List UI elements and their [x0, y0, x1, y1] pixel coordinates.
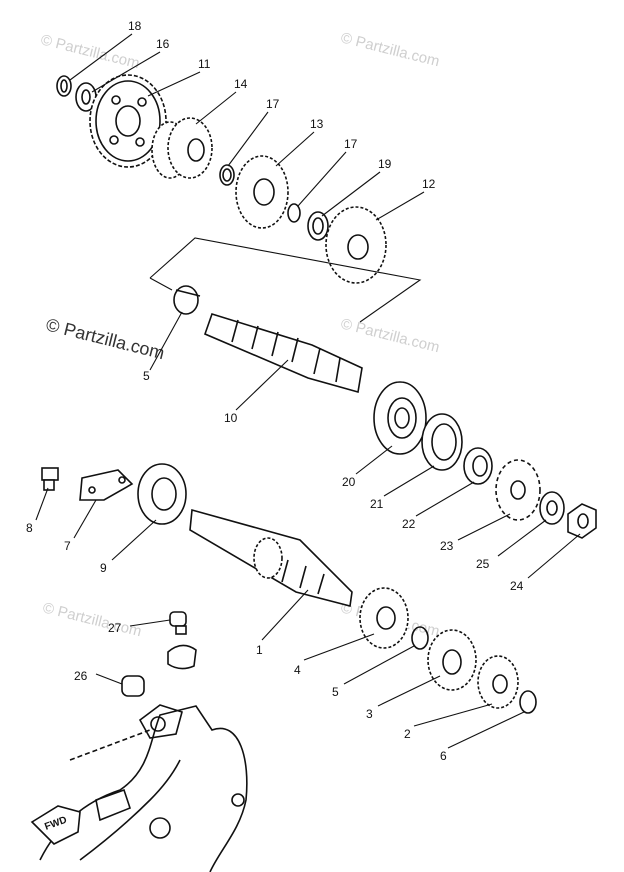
collar-22	[463, 447, 493, 485]
gear-12	[325, 206, 387, 284]
callout-5b: 5	[332, 685, 339, 699]
fwd-direction-marker: FWD	[30, 805, 81, 845]
callout-12: 12	[422, 177, 436, 191]
gear-4	[359, 587, 409, 649]
leader-lines	[35, 33, 581, 749]
circlip-5	[411, 626, 429, 650]
callout-6: 6	[440, 749, 447, 763]
nut-24	[567, 503, 597, 539]
circlip-18	[56, 75, 72, 97]
callout-11: 11	[198, 57, 211, 71]
callout-23: 23	[440, 539, 454, 553]
drive-axle-1	[189, 508, 353, 607]
callout-9: 9	[100, 561, 107, 575]
callout-19: 19	[378, 157, 392, 171]
bolt-8	[41, 467, 59, 491]
gear-2	[477, 655, 519, 709]
callout-25: 25	[476, 557, 490, 571]
gear-3	[427, 629, 477, 691]
gear-13	[235, 155, 289, 229]
callout-27: 27	[108, 621, 122, 635]
gear-11	[89, 74, 167, 168]
hose-clip	[167, 644, 197, 670]
seal-21	[421, 413, 463, 471]
callout-13: 13	[310, 117, 324, 131]
callout-21: 21	[370, 497, 384, 511]
bearing-20	[373, 381, 427, 455]
bearing-9	[137, 463, 187, 525]
bushing	[173, 285, 201, 315]
lock-washer-25	[539, 491, 565, 525]
callout-3: 3	[366, 707, 373, 721]
callout-7: 7	[64, 539, 71, 553]
callout-17b: 17	[344, 137, 358, 151]
circlip-17-upper	[219, 164, 235, 186]
callout-24: 24	[510, 579, 524, 593]
callout-10: 10	[224, 411, 238, 425]
watermark-mid-left: © Partzilla.com	[44, 314, 167, 363]
callout-4: 4	[294, 663, 301, 677]
callout-22: 22	[402, 517, 416, 531]
circlip-17-lower	[287, 203, 301, 223]
cap-27	[169, 611, 187, 635]
callout-5a: 5	[143, 369, 150, 383]
damper-26	[121, 675, 145, 697]
callout-14: 14	[234, 77, 248, 91]
crankcase-section	[39, 704, 248, 872]
callout-8: 8	[26, 521, 33, 535]
group-bracket	[149, 237, 422, 323]
sprocket-23	[495, 459, 541, 521]
watermark-mid-right: © Partzilla.com	[339, 315, 441, 356]
washer-19	[307, 211, 329, 241]
callout-26: 26	[74, 669, 88, 683]
watermark-top-right: © Partzilla.com	[339, 29, 441, 70]
callout-17a: 17	[266, 97, 280, 111]
callout-2: 2	[404, 727, 411, 741]
circlip-6	[519, 690, 537, 714]
callout-1: 1	[256, 643, 263, 657]
callout-20: 20	[342, 475, 356, 489]
callout-labels: 18 16 11 14 17 13 17 19 12 5 10 20 21 22…	[26, 19, 524, 763]
callout-16: 16	[156, 37, 170, 51]
gear-14	[151, 117, 213, 179]
plate-7	[79, 469, 134, 501]
watermark-bottom-left: © Partzilla.com	[41, 599, 143, 640]
main-axle-10	[203, 313, 363, 394]
watermark-top-left: © Partzilla.com	[39, 31, 141, 72]
callout-18: 18	[128, 19, 142, 33]
